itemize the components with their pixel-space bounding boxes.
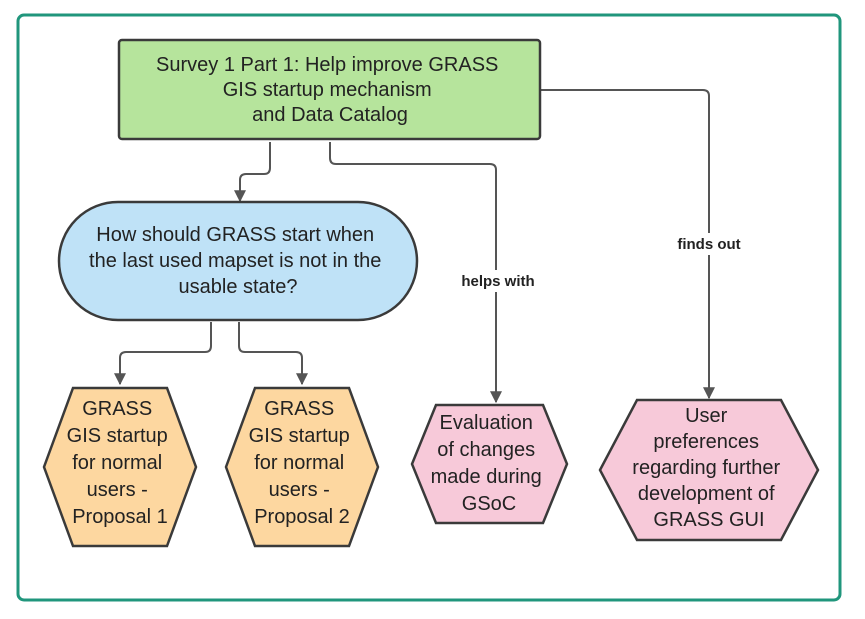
- survey-line-2: GIS startup mechanism: [223, 79, 432, 101]
- edge-label-finds-out: finds out: [677, 236, 740, 253]
- preferences-line-3: regarding further: [632, 457, 780, 479]
- preferences-line-5: GRASS GUI: [653, 509, 764, 531]
- edge-label-helps-with: helps with: [461, 273, 534, 290]
- proposal-2-line-1: GRASS: [264, 398, 334, 420]
- edge-survey-question: [234, 142, 271, 203]
- evaluation-line-2: of changes: [437, 439, 535, 461]
- proposal-1-line-4: users -: [87, 479, 148, 501]
- proposal-2-line-2: GIS startup: [249, 425, 350, 447]
- proposal-2-text: GRASS GIS startup for normal users - Pro…: [249, 398, 356, 528]
- preferences-line-2: preferences: [653, 431, 759, 453]
- proposal-1-line-1: GRASS: [82, 398, 152, 420]
- edge-survey-evaluation: [329, 142, 502, 404]
- proposal-2-line-4: users -: [269, 479, 330, 501]
- edge-question-proposal2: [238, 322, 308, 386]
- proposal-1-line-3: for normal: [72, 452, 162, 474]
- question-line-2: the last used mapset is not in the: [89, 250, 381, 272]
- evaluation-text: Evaluation of changes made during GSoC: [431, 412, 548, 515]
- proposal-2-line-5: Proposal 2: [254, 506, 350, 528]
- proposal-1-line-2: GIS startup: [67, 425, 168, 447]
- survey-node: [117, 38, 542, 141]
- evaluation-line-4: GSoC: [462, 493, 516, 515]
- preferences-text: User preferences regarding further devel…: [632, 405, 785, 531]
- proposal-2-node: [224, 386, 380, 548]
- proposal-1-line-5: Proposal 1: [72, 506, 168, 528]
- preferences-line-1: User: [685, 405, 728, 427]
- survey-line-1: Survey 1 Part 1: Help improve GRASS: [156, 54, 498, 76]
- proposal-1-text: GRASS GIS startup for normal users - Pro…: [67, 398, 174, 528]
- edge-label-helps-with-bg: [450, 270, 546, 292]
- evaluation-line-1: Evaluation: [440, 412, 533, 434]
- proposal-2-line-3: for normal: [254, 452, 344, 474]
- preferences-node: [598, 398, 820, 542]
- evaluation-node: [410, 403, 569, 525]
- survey-line-3: and Data Catalog: [252, 104, 408, 126]
- proposal-1-node: [42, 386, 198, 548]
- edge-label-finds-out-bg: [668, 233, 750, 255]
- preferences-line-4: development of: [638, 483, 775, 505]
- edge-question-proposal1: [114, 322, 212, 386]
- question-node: [57, 200, 419, 322]
- question-line-3: usable state?: [179, 276, 298, 298]
- question-line-1: How should GRASS start when: [96, 224, 374, 246]
- question-node-text: How should GRASS start when the last use…: [89, 224, 387, 298]
- survey-node-text: Survey 1 Part 1: Help improve GRASS GIS …: [156, 54, 504, 126]
- edge-survey-preferences: [540, 89, 715, 400]
- evaluation-line-3: made during: [431, 466, 542, 488]
